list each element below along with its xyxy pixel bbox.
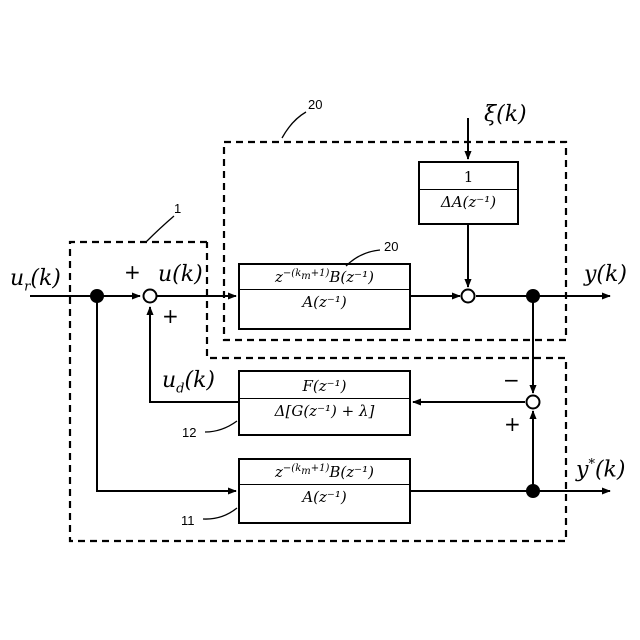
model-transfer-function: z−(km+1)B(z⁻¹) A(z⁻¹) — [239, 463, 410, 506]
ur-label: ur(k) — [10, 268, 61, 293]
ref-plant-20: 20 — [384, 240, 398, 253]
xi-label: ξ(k) — [484, 104, 527, 126]
disturbance-transfer-function: 1 ΔA(z⁻¹) — [419, 168, 518, 211]
input-summing-junction — [144, 290, 157, 303]
y-label: y(k) — [584, 264, 627, 286]
ystar-branch-dot — [526, 484, 540, 498]
ref-11: 11 — [181, 514, 195, 527]
sum1-top-sign: + — [124, 262, 141, 282]
leader-11 — [203, 508, 237, 519]
u-label: u(k) — [158, 264, 203, 286]
ud-label: ud(k) — [162, 370, 215, 395]
ref-12: 12 — [182, 426, 196, 439]
sum3-top-sign: − — [503, 370, 520, 390]
ref-outer-20: 20 — [308, 98, 322, 111]
plant-transfer-function: z−(km+1)B(z⁻¹) A(z⁻¹) — [239, 268, 410, 311]
disturbance-summing-junction — [462, 290, 475, 303]
feedback-transfer-function: F(z⁻¹) Δ[G(z⁻¹) + λ] — [239, 377, 410, 420]
sum3-bottom-sign: + — [504, 414, 521, 434]
leader-outer-20 — [282, 112, 306, 138]
ref-1: 1 — [174, 202, 181, 215]
leader-12 — [205, 421, 237, 432]
y-branch-dot — [526, 289, 540, 303]
input-branch-dot — [90, 289, 104, 303]
sum1-bottom-sign: + — [162, 306, 179, 326]
leader-1 — [146, 216, 174, 242]
ystar-label: y*(k) — [576, 458, 625, 481]
error-summing-junction — [527, 396, 540, 409]
